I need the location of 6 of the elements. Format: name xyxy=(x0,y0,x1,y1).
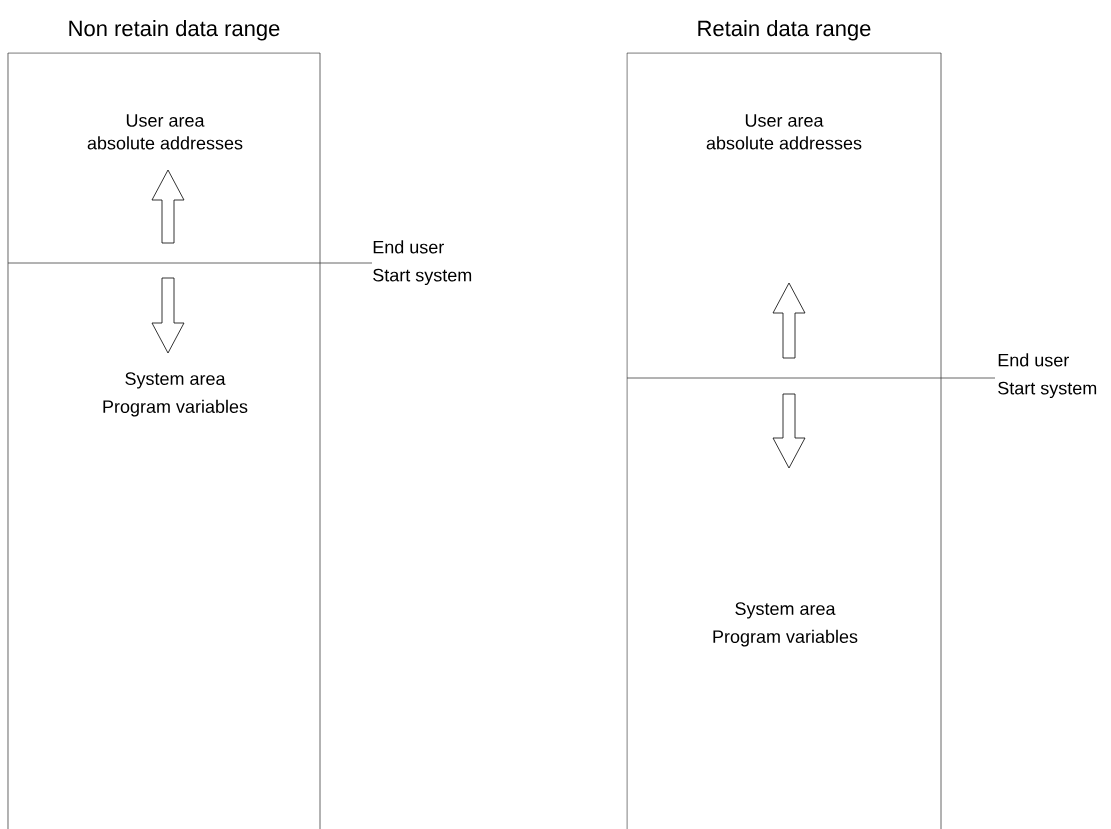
area-label: User area absolute addresses xyxy=(87,114,243,150)
area-label: User area absolute addresses xyxy=(706,114,862,150)
boundary-label: End user Start system xyxy=(373,240,472,286)
area-label: System area Program variables xyxy=(713,602,858,647)
boundary-label: End user Start system xyxy=(998,353,1097,399)
area-label: System area Program variables xyxy=(103,372,248,417)
